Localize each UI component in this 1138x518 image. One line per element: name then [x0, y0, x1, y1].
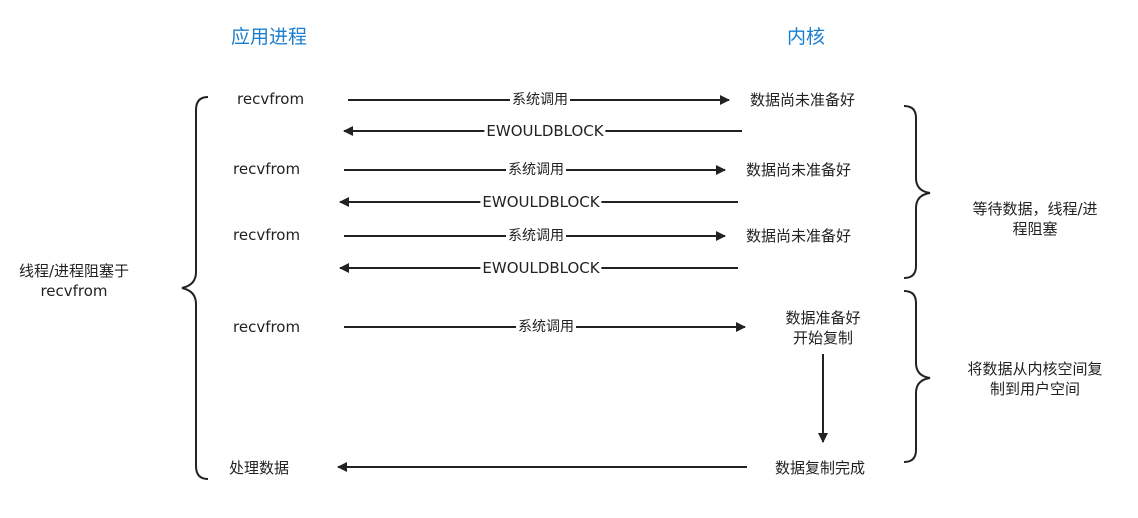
ewouldblock-label-1: EWOULDBLOCK: [484, 122, 606, 140]
syscall-label-4: 系统调用: [516, 318, 576, 336]
right-note-bottom-line2: 制到用户空间: [989, 380, 1080, 398]
left-brace: [181, 96, 209, 480]
left-note: 线程/进程阻塞于 recvfrom: [8, 261, 140, 301]
right-brace-bottom: [903, 290, 931, 463]
kernel-state-ready: 数据准备好 开始复制: [768, 308, 878, 348]
right-note-top-line1: 等待数据，线程/进: [972, 200, 1098, 218]
right-note-bottom: 将数据从内核空间复 制到用户空间: [955, 359, 1115, 399]
ewouldblock-label-2: EWOULDBLOCK: [480, 193, 602, 211]
kernel-state-ready-line1: 数据准备好: [785, 309, 861, 327]
kernel-header: 内核: [787, 26, 826, 48]
kernel-state-ready-line2: 开始复制: [792, 329, 853, 347]
syscall-label-3: 系统调用: [506, 227, 566, 245]
right-note-top: 等待数据，线程/进 程阻塞: [955, 199, 1115, 239]
app-process-header: 应用进程: [231, 26, 308, 48]
ewouldblock-label-3: EWOULDBLOCK: [480, 259, 602, 277]
syscall-label-1: 系统调用: [510, 91, 570, 109]
recvfrom-call-2: recvfrom: [233, 160, 301, 178]
right-note-top-line2: 程阻塞: [1012, 220, 1058, 238]
kernel-state-2: 数据尚未准备好: [746, 161, 852, 179]
right-note-bottom-line1: 将数据从内核空间复: [967, 360, 1103, 378]
syscall-label-2: 系统调用: [506, 161, 566, 179]
recvfrom-call-4: recvfrom: [233, 318, 301, 336]
left-note-line2: recvfrom: [40, 282, 108, 300]
right-brace-top: [903, 105, 931, 279]
kernel-state-1: 数据尚未准备好: [750, 91, 856, 109]
copy-done-label: 数据复制完成: [775, 459, 866, 477]
kernel-state-3: 数据尚未准备好: [746, 227, 852, 245]
recvfrom-call-3: recvfrom: [233, 226, 301, 244]
process-data-label: 处理数据: [229, 459, 290, 477]
recvfrom-call-1: recvfrom: [237, 90, 305, 108]
left-note-line1: 线程/进程阻塞于: [18, 262, 130, 280]
